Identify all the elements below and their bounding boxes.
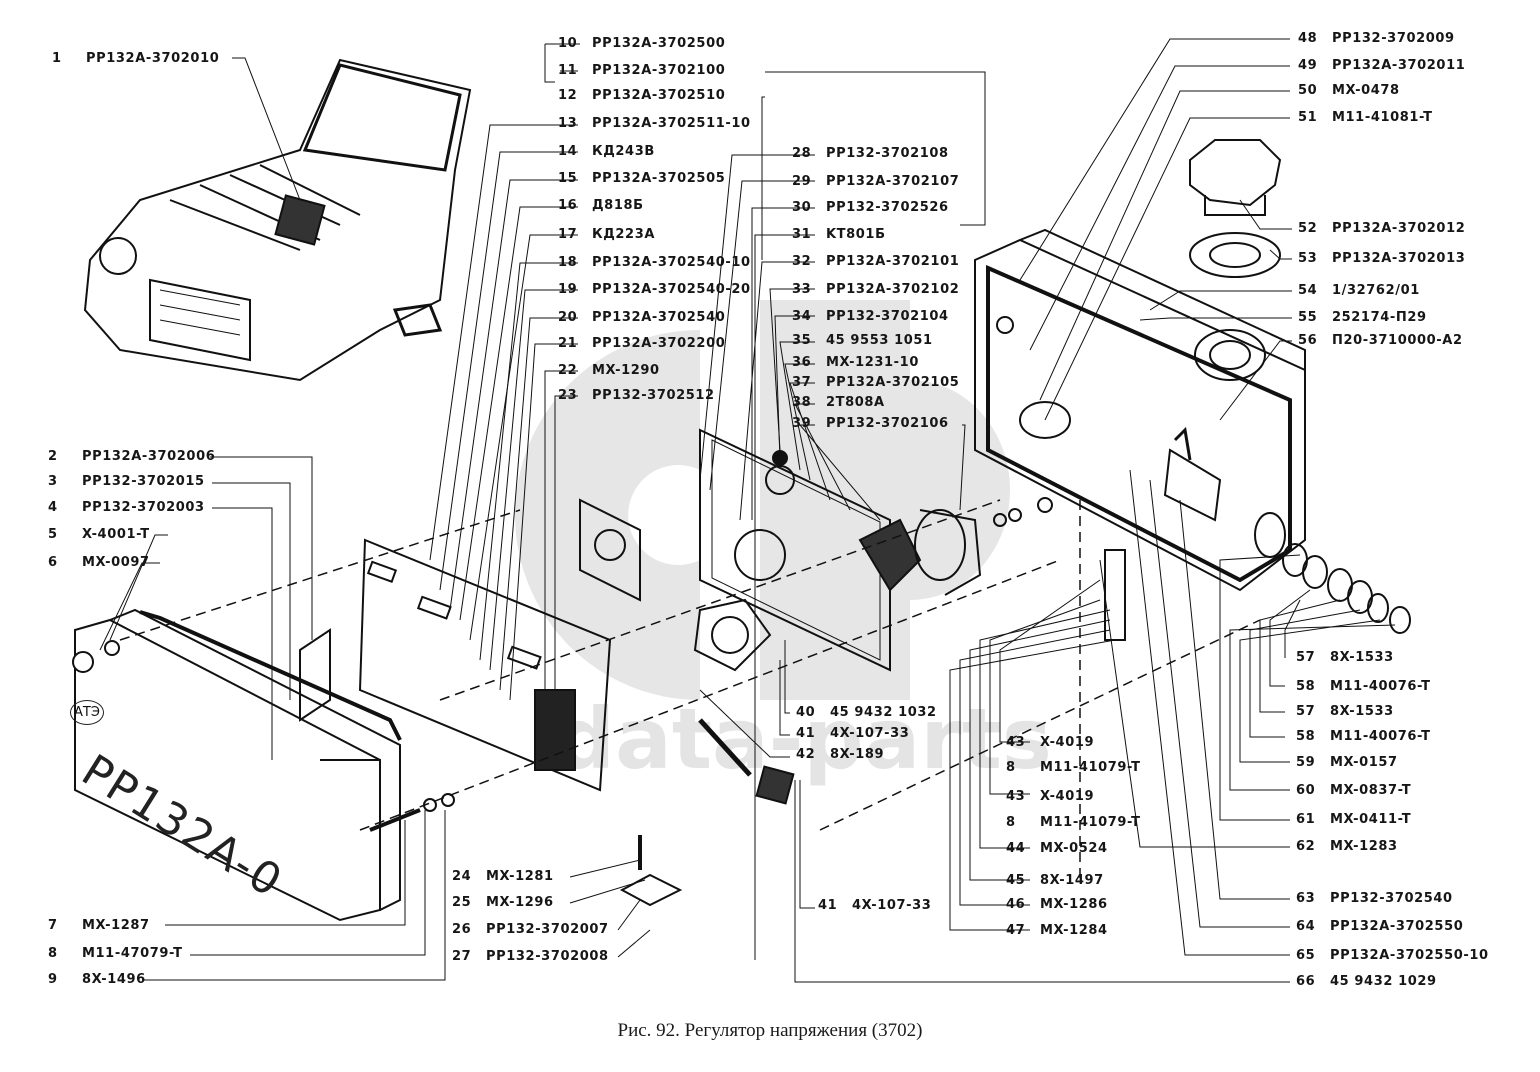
fasteners-illustration bbox=[369, 718, 795, 907]
figure-caption: Рис. 92. Регулятор напряжения (3702) bbox=[617, 1020, 923, 1041]
assembly-guide-lines bbox=[119, 499, 1261, 880]
transistor-illustration bbox=[858, 497, 1053, 596]
circuit-board-illustration bbox=[299, 538, 612, 792]
watermark-text: data-parts bbox=[555, 690, 1052, 788]
washer-stack-illustration bbox=[1104, 543, 1411, 641]
regulator-cover-illustration bbox=[72, 608, 402, 922]
regulator-housing-illustration bbox=[974, 228, 1306, 592]
leader-lines bbox=[99, 38, 1396, 983]
vehicle-inset-illustration bbox=[83, 58, 472, 382]
cover-logo: АТЭ bbox=[70, 700, 104, 725]
filler-cap-illustration bbox=[1189, 139, 1282, 278]
